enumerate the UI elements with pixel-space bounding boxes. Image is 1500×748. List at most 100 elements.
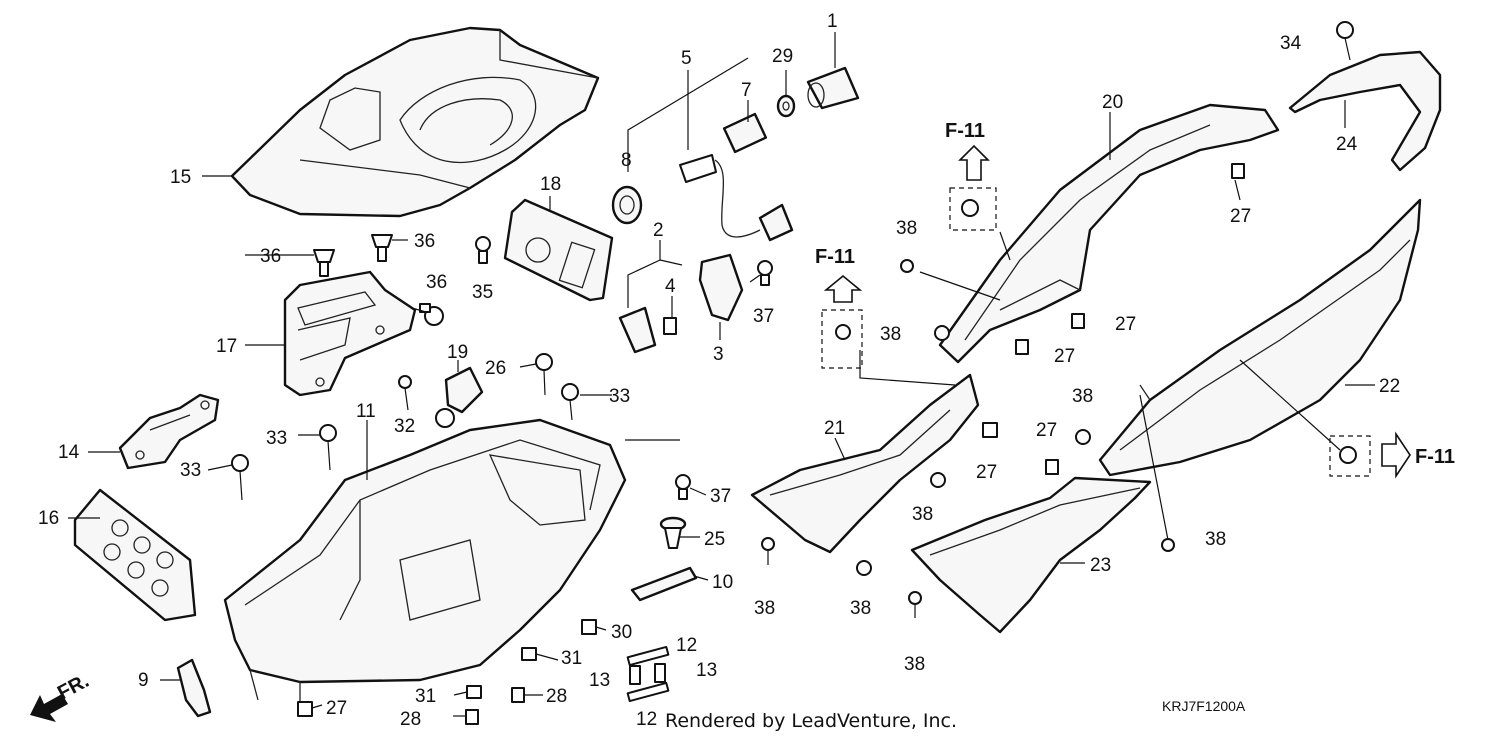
callout-35: 35 (472, 282, 493, 303)
callout-18: 18 (540, 174, 561, 195)
callout-10: 10 (712, 572, 733, 593)
callout-25: 25 (704, 529, 725, 550)
callout-1: 1 (827, 11, 838, 32)
callout-31-a: 31 (561, 648, 582, 669)
callout-27-e: 27 (1036, 420, 1057, 441)
callout-27-c: 27 (1054, 346, 1075, 367)
part-34-bolt (1336, 21, 1354, 61)
part-3-bracket (698, 253, 744, 322)
part-37-screw (675, 260, 773, 500)
part-5-wire-harness (679, 154, 794, 242)
callout-5: 5 (681, 48, 692, 69)
ref-f11-top: F-11 (945, 120, 985, 142)
part-19-latch (398, 366, 484, 428)
part-25-grommet (659, 516, 687, 549)
callout-20: 20 (1102, 92, 1123, 113)
part-35-screw (475, 236, 491, 264)
part-29-washer (776, 94, 796, 118)
part-4-clip (663, 317, 677, 335)
part-1-cap (806, 66, 860, 110)
callout-13-left: 13 (589, 670, 610, 691)
diagram-code: KRJ7F1200A (1162, 698, 1246, 714)
part-15-luggage-tray (230, 26, 600, 218)
callout-37-b: 37 (710, 486, 731, 507)
callout-38-b: 38 (880, 324, 901, 345)
callout-28-a: 28 (546, 686, 567, 707)
ref-f11-mid: F-11 (815, 246, 855, 268)
callout-38-g: 38 (904, 654, 925, 675)
callout-38-a: 38 (896, 218, 917, 239)
callout-32: 32 (394, 416, 415, 437)
callout-37-a: 37 (753, 306, 774, 327)
part-21-floor-side (750, 373, 980, 554)
callout-24: 24 (1336, 134, 1358, 155)
callout-28-b: 28 (400, 709, 421, 730)
part-9-clip (176, 658, 212, 718)
callout-15: 15 (170, 167, 191, 188)
part-30-nut (581, 619, 597, 635)
part-10-plate (630, 566, 698, 602)
part-33-bolts (231, 383, 579, 501)
callout-38-e: 38 (754, 598, 775, 619)
callout-21: 21 (824, 418, 845, 439)
callout-27-a: 27 (1230, 206, 1251, 227)
callout-labels: 1 2 3 4 5 7 8 9 10 11 12 12 13 13 14 15 … (38, 11, 1400, 730)
callout-14: 14 (58, 442, 80, 463)
callout-26: 26 (485, 358, 506, 379)
part-17-bracket (283, 270, 417, 397)
callout-16: 16 (38, 508, 59, 529)
callout-36-b: 36 (414, 231, 435, 252)
callout-11: 11 (356, 401, 376, 422)
part-18-switch-panel (503, 198, 614, 302)
callout-38-f: 38 (850, 598, 871, 619)
callout-36-a: 36 (260, 246, 281, 267)
dashed-detail-boxes (821, 187, 1371, 477)
callout-8: 8 (621, 150, 632, 171)
callout-12-top: 12 (676, 635, 697, 656)
part-12-strips (626, 645, 670, 703)
callout-33-a: 33 (180, 460, 201, 481)
callout-38-c: 38 (1072, 386, 1093, 407)
callout-23: 23 (1090, 555, 1111, 576)
f11-arrows (823, 144, 1411, 479)
ref-f11-right: F-11 (1415, 446, 1455, 468)
part-28-clips (465, 687, 525, 725)
part-23-lower-cover (910, 476, 1152, 634)
callout-38-h: 38 (1205, 529, 1226, 550)
callout-27-d: 27 (976, 462, 997, 483)
part-20-rear-cover (938, 103, 1280, 364)
callout-13-right: 13 (696, 660, 717, 681)
callout-38-d: 38 (912, 504, 933, 525)
part-16-grommet-plate (73, 488, 197, 622)
front-direction-arrow (30, 694, 68, 722)
part-13-spacers (629, 663, 666, 685)
part-27-nut-lower (297, 701, 313, 717)
part-27-clips-right (982, 163, 1245, 475)
part-14-hinge (118, 393, 220, 470)
part-38-fasteners (761, 259, 1175, 618)
callout-4: 4 (665, 276, 676, 297)
part-7-sleeve (722, 112, 768, 154)
part-2-switch (618, 306, 657, 354)
callout-34: 34 (1280, 33, 1302, 54)
part-26-bolt (535, 353, 553, 396)
callout-36-c: 36 (426, 272, 447, 293)
part-22-side-cover (1098, 198, 1422, 477)
callout-33-c: 33 (609, 386, 630, 407)
callout-27-b: 27 (1115, 314, 1136, 335)
callout-12-bottom: 12 (636, 709, 657, 730)
leader-lines (68, 32, 1375, 717)
part-8-key-cylinder (611, 185, 643, 225)
callout-22: 22 (1379, 376, 1400, 397)
callout-27-f: 27 (326, 698, 347, 719)
callout-33-b: 33 (266, 428, 287, 449)
callout-19: 19 (447, 342, 468, 363)
callout-31-b: 31 (415, 686, 436, 707)
callout-2: 2 (653, 220, 664, 241)
callout-7: 7 (741, 80, 752, 101)
callout-17: 17 (216, 336, 237, 357)
callout-30: 30 (611, 622, 632, 643)
callout-29: 29 (772, 46, 793, 67)
render-credit: Rendered by LeadVenture, Inc. (665, 710, 958, 732)
